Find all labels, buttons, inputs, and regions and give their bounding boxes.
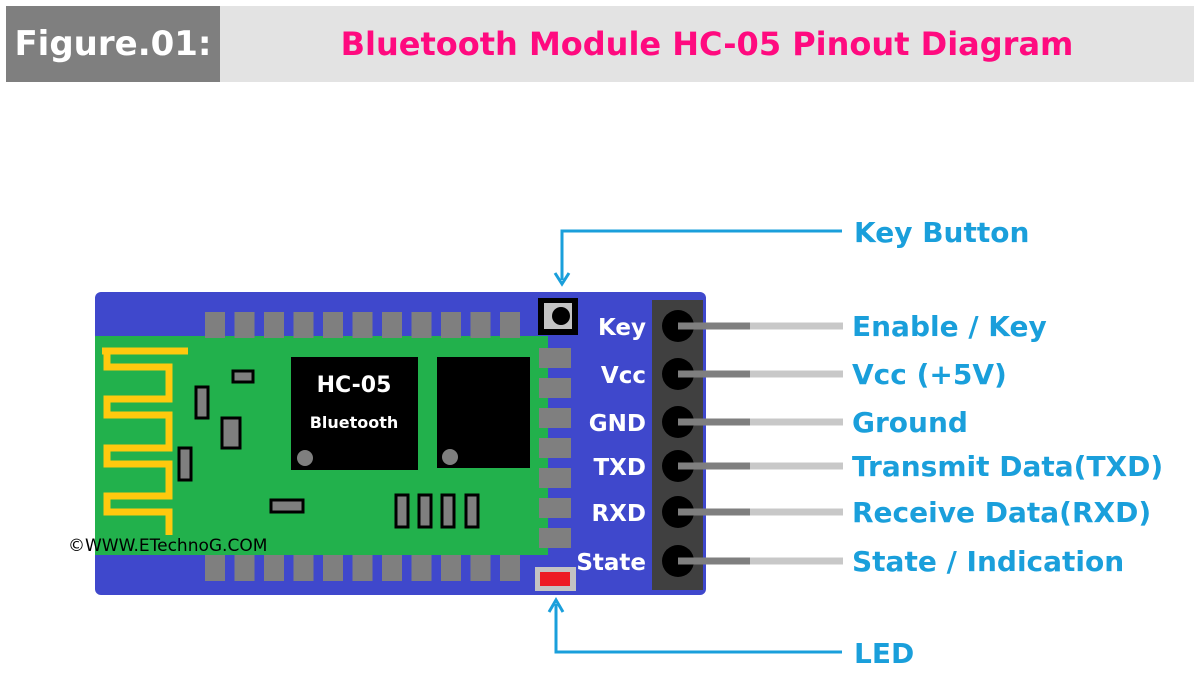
pad bbox=[500, 312, 520, 338]
pad bbox=[205, 312, 225, 338]
pad bbox=[470, 312, 491, 338]
hc05-chip bbox=[291, 357, 418, 470]
pin-txd: TXD Transmit Data(TXD) bbox=[593, 450, 1163, 483]
bottom-pads bbox=[205, 555, 520, 581]
chip-name: HC-05 bbox=[317, 373, 392, 398]
pad bbox=[539, 438, 571, 458]
pin-label: State bbox=[576, 550, 646, 576]
watermark: ©WWW.ETechnoG.COM bbox=[68, 536, 267, 556]
pin-gnd: GND Ground bbox=[589, 406, 968, 439]
figure-label: Figure.01: bbox=[6, 6, 220, 82]
pin-label: Vcc bbox=[601, 363, 646, 389]
pin-label: TXD bbox=[593, 455, 646, 481]
pad bbox=[264, 555, 284, 581]
antenna-trace bbox=[102, 347, 188, 535]
pad bbox=[382, 312, 402, 338]
pad bbox=[411, 312, 432, 338]
chip-subtitle: Bluetooth bbox=[310, 413, 399, 432]
pad bbox=[539, 498, 571, 518]
pin-label: Key bbox=[598, 315, 646, 341]
pin-description: Transmit Data(TXD) bbox=[852, 450, 1163, 483]
pin-description: Enable / Key bbox=[852, 310, 1047, 343]
pad bbox=[539, 348, 571, 368]
pad bbox=[539, 528, 571, 548]
pad bbox=[293, 312, 314, 338]
pad bbox=[323, 555, 343, 581]
top-pads bbox=[205, 312, 520, 338]
side-pads bbox=[539, 348, 571, 548]
pad bbox=[411, 555, 432, 581]
pad bbox=[323, 312, 343, 338]
pin-label: RXD bbox=[591, 501, 646, 527]
pad bbox=[539, 408, 571, 428]
pad bbox=[234, 312, 255, 338]
pad bbox=[264, 312, 284, 338]
pad bbox=[441, 312, 461, 338]
smd-components bbox=[177, 369, 480, 529]
pin-description: Vcc (+5V) bbox=[852, 358, 1007, 391]
pad bbox=[441, 555, 461, 581]
pad bbox=[470, 555, 491, 581]
pin-key: Key Enable / Key bbox=[598, 310, 1047, 343]
key-button-callout: Key Button bbox=[854, 216, 1029, 249]
led-callout: LED bbox=[854, 637, 914, 670]
pad bbox=[234, 555, 255, 581]
pad bbox=[352, 555, 373, 581]
pad bbox=[382, 555, 402, 581]
pin-description: State / Indication bbox=[852, 545, 1124, 578]
pad bbox=[293, 555, 314, 581]
key-button[interactable] bbox=[538, 298, 578, 335]
pin-vcc: Vcc Vcc (+5V) bbox=[601, 358, 1007, 391]
pin-rxd: RXD Receive Data(RXD) bbox=[591, 496, 1151, 529]
pin-description: Receive Data(RXD) bbox=[852, 496, 1151, 529]
button-icon bbox=[552, 307, 570, 325]
page-title: Bluetooth Module HC-05 Pinout Diagram bbox=[220, 6, 1194, 82]
led bbox=[535, 567, 576, 591]
pin-state: State State / Indication bbox=[576, 545, 1124, 578]
pin-header bbox=[652, 300, 703, 590]
pad bbox=[205, 555, 225, 581]
pad bbox=[352, 312, 373, 338]
pad bbox=[539, 468, 571, 488]
pad bbox=[500, 555, 520, 581]
key-button-callout-line bbox=[547, 229, 842, 654]
pin-description: Ground bbox=[852, 406, 968, 439]
pin-label: GND bbox=[589, 411, 646, 437]
pad bbox=[539, 378, 571, 398]
